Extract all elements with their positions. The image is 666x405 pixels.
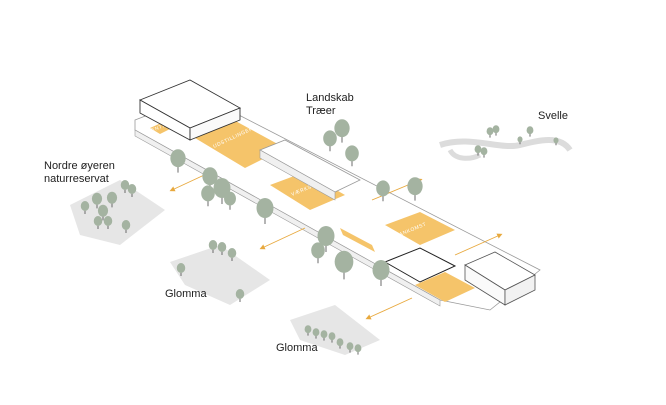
arrow-right [454,233,503,256]
tree-crown [106,191,118,204]
tree-crown [517,136,523,143]
tree-crown [474,145,482,154]
tree-crown [345,145,359,162]
tree-crown [213,178,231,198]
tree-crown [311,242,325,259]
tree-crown [376,180,390,197]
trees [80,119,559,355]
tree-crown [317,226,335,246]
tree-crown [217,242,227,252]
zone-mid [270,172,345,210]
spine-side [259,149,336,201]
label-glomma-mid: Glomma [165,288,207,300]
ground-patch-glomma-mid [170,245,270,305]
tree-crown [121,220,131,230]
tree-crown [480,147,488,156]
tree-crown [334,119,350,138]
label-landskab: Landskab Træer [306,92,354,117]
volume-left-side [189,107,241,141]
tree-crown [372,260,390,280]
tree-crown [320,330,328,339]
tree-crown [336,338,344,347]
tree-crown [256,198,274,218]
tree-crown [492,125,500,134]
label-svelle: Svelle [538,110,568,122]
tree-crown [328,332,336,341]
tree-crown [93,216,103,226]
tree-crown [103,216,113,226]
tree-crown [176,263,186,273]
tree-crown [323,130,337,147]
tree-crown [312,328,320,337]
zone-right-lower [415,272,475,302]
tree-crown [202,167,218,186]
volume-right-side [504,274,536,306]
main-building: UDSTILLINGER ENTRÉ VÆRKSTED ANKOMST [134,79,541,311]
ground-patch-nordre [70,180,165,245]
tree-crown [235,289,245,299]
tree-crown [553,137,559,144]
ground-path-svelle-2 [447,148,482,161]
tree-crown [120,180,130,190]
tree-crown [407,177,423,196]
ground-path-svelle [439,137,573,152]
ground-patch-glomma-low [290,305,380,355]
label-glomma-low: Glomma [276,342,318,354]
arrow-mid-left [259,227,306,250]
tree-crown [304,325,312,334]
label-nordre: Nordre øyeren naturreservat [44,160,115,185]
tree-crown [354,344,362,353]
tree-crown [201,185,215,202]
tree-crown [227,248,237,258]
tree-crown [208,240,218,250]
zone-ramp [340,228,375,252]
tree-crown [224,191,236,206]
tree-crown [486,127,494,136]
arrow-bottom [365,297,413,320]
zone-right [385,212,455,245]
tree-crown [80,201,90,211]
outlined-frame [383,247,457,283]
tree-crown [334,250,354,273]
tree-crown [346,342,354,351]
tree-crown [127,184,137,194]
tree-crown [91,192,103,205]
tree-crown [97,204,109,217]
tree-crown [170,149,186,168]
tree-crown [526,126,534,135]
